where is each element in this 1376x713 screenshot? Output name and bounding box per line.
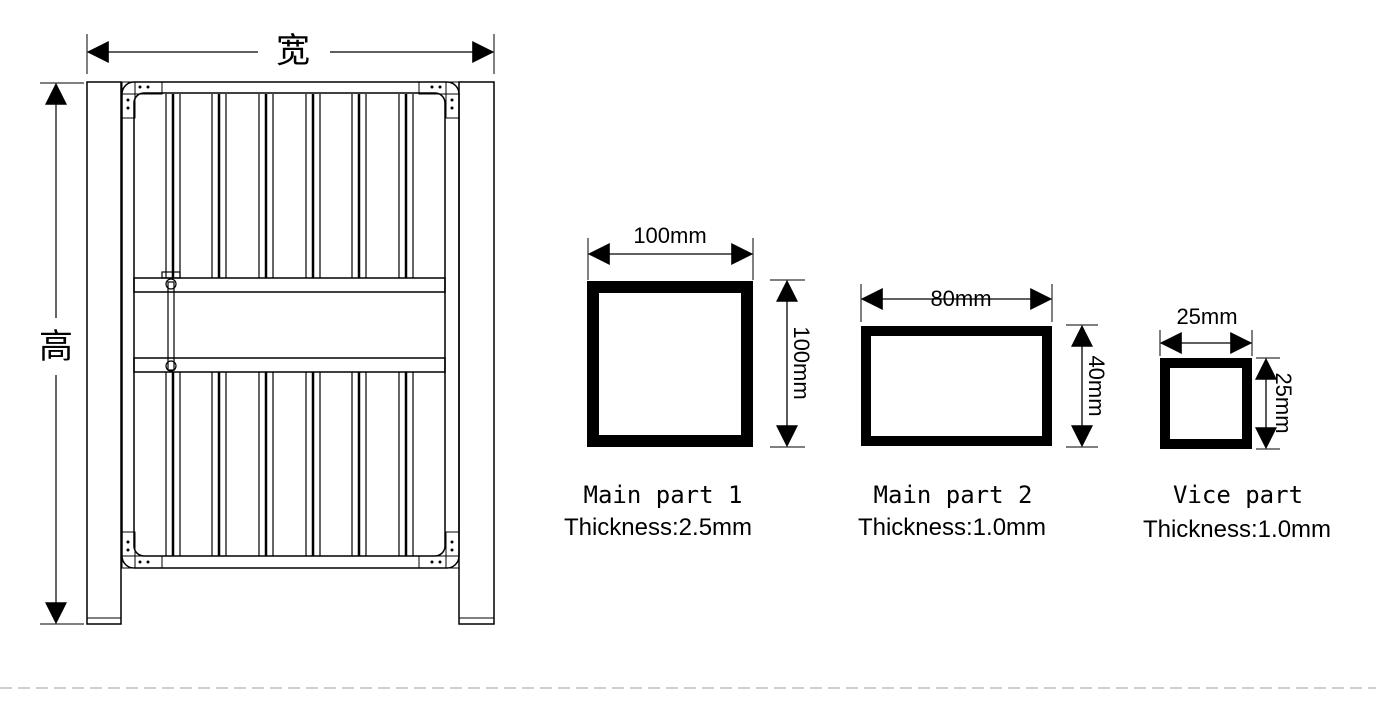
- profile-3-height-label: 25mm: [1271, 372, 1296, 433]
- bolt-holes: [126, 85, 454, 564]
- profile-vice-part: 25mm 25mm Vice part Thickness:1.0mm: [1143, 304, 1331, 543]
- gate-width-label: 宽: [276, 31, 310, 71]
- profile-1-width-dimension: [587, 238, 754, 280]
- left-post: [86, 81, 122, 625]
- small-square-tube-section: [1160, 358, 1252, 449]
- profile-3-height-dimension: [1255, 357, 1280, 450]
- profile-2-height-dimension: [1066, 324, 1098, 448]
- middle-rail-bottom: [133, 357, 446, 373]
- profile-3-width-label: 25mm: [1176, 304, 1237, 329]
- profile-1-name: Main part 1: [584, 481, 743, 509]
- profile-2-name: Main part 2: [874, 481, 1033, 509]
- profile-1-height-label: 100mm: [789, 326, 814, 399]
- profile-main-part-2: 80mm 40mm Main part 2 Thickness:1.0mm: [858, 284, 1109, 541]
- rectangular-tube-section: [861, 326, 1052, 446]
- profile-2-height-label: 40mm: [1084, 355, 1109, 416]
- lower-picket-gaps: [171, 372, 408, 556]
- latch-bolt: [161, 271, 181, 372]
- profile-2-width-label: 80mm: [930, 286, 991, 311]
- profile-1-thickness: Thickness:2.5mm: [564, 514, 752, 541]
- square-tube-section: [587, 281, 753, 447]
- profile-3-width-dimension: [1159, 330, 1253, 356]
- gate-drawing: 宽 高: [39, 31, 495, 625]
- upper-picket-gaps: [171, 94, 408, 278]
- profile-1-height-dimension: [770, 279, 805, 448]
- middle-rail-top: [133, 277, 446, 293]
- profile-3-thickness: Thickness:1.0mm: [1143, 516, 1331, 543]
- right-post: [458, 81, 495, 625]
- profile-1-width-label: 100mm: [633, 223, 706, 248]
- profile-2-thickness: Thickness:1.0mm: [858, 514, 1046, 541]
- profile-2-width-dimension: [860, 284, 1053, 322]
- gate-height-dimension: [40, 82, 84, 625]
- gate-frame-outer: [121, 81, 460, 569]
- profile-3-name: Vice part: [1173, 481, 1303, 509]
- profile-main-part-1: 100mm 100mm Main part 1 Thickness:2.5mm: [564, 223, 814, 541]
- upper-pickets: [165, 94, 414, 278]
- gate-frame-inner: [133, 92, 446, 557]
- corner-plates: [121, 81, 460, 569]
- lower-pickets: [165, 372, 414, 556]
- gate-height-label: 高: [39, 327, 73, 367]
- gate-width-dimension: [86, 34, 495, 74]
